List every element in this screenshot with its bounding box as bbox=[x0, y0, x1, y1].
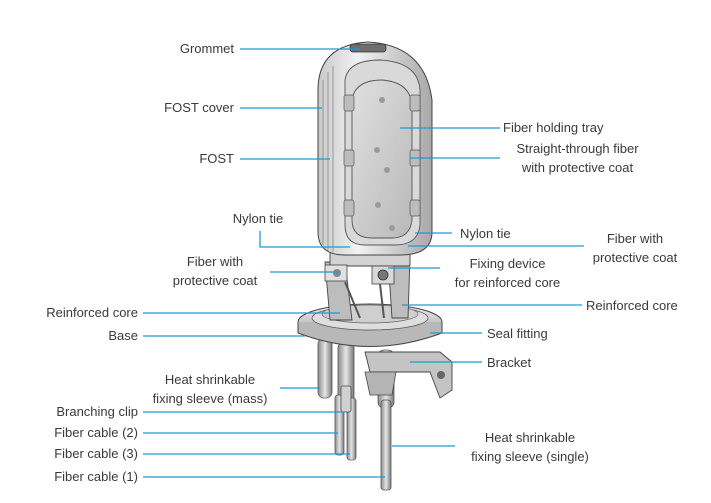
label-fixing-device-line1: Fixing device bbox=[469, 256, 546, 271]
branching-clip-shape bbox=[340, 385, 352, 413]
label-heat-sleeve-single-line2: fixing sleeve (single) bbox=[471, 449, 589, 464]
label-fiber-coat-left: Fiber with protective coat bbox=[160, 252, 270, 290]
label-nylon-tie-right: Nylon tie bbox=[460, 226, 511, 241]
label-fiber-coat-right-line1: Fiber with bbox=[606, 231, 664, 246]
label-fiber-cable-1: Fiber cable (1) bbox=[54, 469, 138, 484]
fost-body bbox=[317, 41, 433, 256]
label-fiber-coat-right: Fiber with protective coat bbox=[580, 229, 690, 267]
label-fiber-cable-2: Fiber cable (2) bbox=[54, 425, 138, 440]
label-fixing-device-line2: for reinforced core bbox=[454, 275, 561, 290]
label-fost: FOST bbox=[199, 151, 234, 166]
label-bracket: Bracket bbox=[487, 355, 532, 370]
label-heat-sleeve-mass: Heat shrinkable fixing sleeve (mass) bbox=[140, 370, 280, 408]
label-base: Base bbox=[108, 328, 138, 343]
label-fiber-cable-3: Fiber cable (3) bbox=[54, 446, 138, 461]
tray-shape bbox=[351, 79, 413, 239]
grommet-shape bbox=[349, 43, 387, 53]
label-fixing-device: Fixing device for reinforced core bbox=[440, 254, 575, 292]
label-reinforced-core-left: Reinforced core bbox=[46, 305, 138, 320]
label-grommet: Grommet bbox=[179, 41, 234, 56]
label-heat-sleeve-mass-line1: Heat shrinkable bbox=[164, 372, 256, 387]
label-seal-fitting: Seal fitting bbox=[487, 326, 548, 341]
label-heat-sleeve-mass-line2: fixing sleeve (mass) bbox=[152, 391, 268, 406]
label-straight-fiber-line2: with protective coat bbox=[521, 160, 634, 175]
label-fiber-coat-left-line2: protective coat bbox=[172, 273, 258, 288]
label-reinforced-core-right: Reinforced core bbox=[586, 298, 678, 313]
leader-lines bbox=[143, 48, 584, 478]
label-heat-sleeve-single-line1: Heat shrinkable bbox=[484, 430, 576, 445]
label-branching-clip: Branching clip bbox=[56, 404, 138, 419]
label-straight-fiber-line1: Straight-through fiber bbox=[516, 141, 639, 156]
label-fiber-holding-tray: Fiber holding tray bbox=[503, 120, 604, 135]
label-straight-through-fiber: Straight-through fiber with protective c… bbox=[495, 139, 660, 177]
bracket-shape bbox=[364, 351, 453, 399]
label-heat-sleeve-single: Heat shrinkable fixing sleeve (single) bbox=[455, 428, 605, 466]
base-shape bbox=[297, 303, 443, 347]
label-fost-cover: FOST cover bbox=[164, 100, 234, 115]
label-fiber-coat-right-line2: protective coat bbox=[592, 250, 678, 265]
label-nylon-tie-left: Nylon tie bbox=[232, 211, 284, 226]
label-fiber-coat-left-line1: Fiber with bbox=[186, 254, 244, 269]
